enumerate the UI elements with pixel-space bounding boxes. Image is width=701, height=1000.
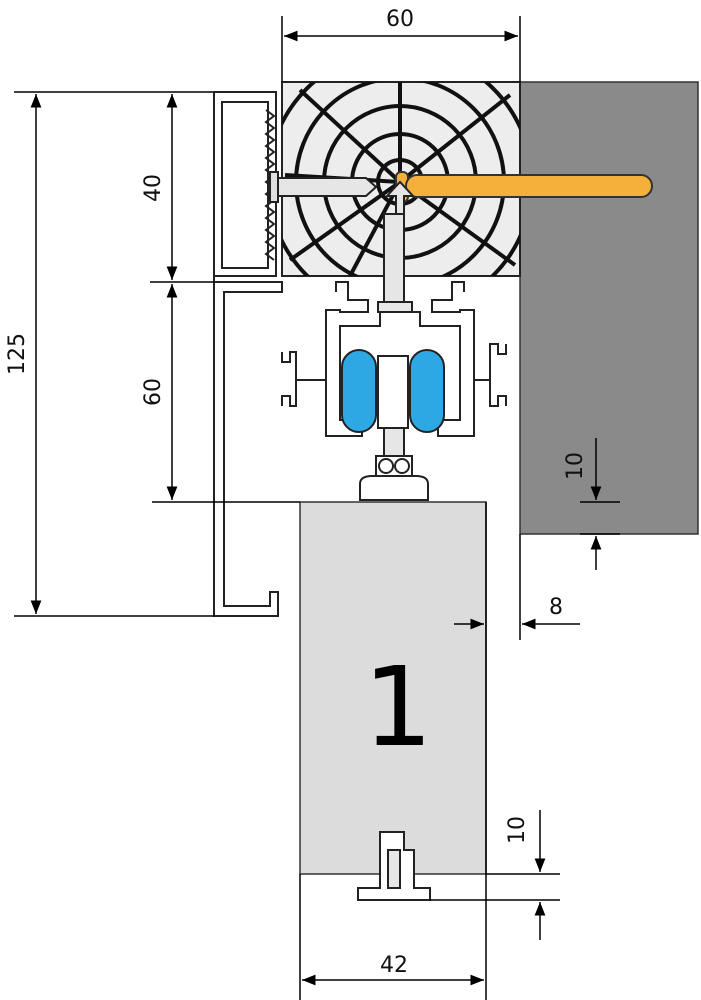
dim-top-width: 60 [386, 7, 414, 32]
pelmet-profile [213, 91, 283, 617]
orange-screw [395, 171, 653, 203]
dim-right-gap: 10 [563, 452, 588, 480]
dim-upper-height: 40 [141, 174, 166, 202]
door-panel [299, 501, 487, 875]
dim-door-width: 42 [380, 953, 408, 978]
left-screw [269, 171, 378, 203]
track-rail [281, 281, 507, 437]
vertical-bolt [377, 180, 416, 313]
dim-lower-height: 60 [141, 378, 166, 406]
door-label: 1 [363, 643, 433, 771]
dim-door-offset: 8 [549, 595, 563, 620]
bottom-guide [357, 831, 431, 901]
dimension-lines [14, 16, 620, 1000]
door-hanger [359, 455, 429, 501]
dim-total-height: 125 [5, 333, 30, 375]
rollers [341, 349, 445, 457]
dim-bottom-gap: 10 [505, 816, 530, 844]
wall-block [519, 81, 699, 535]
